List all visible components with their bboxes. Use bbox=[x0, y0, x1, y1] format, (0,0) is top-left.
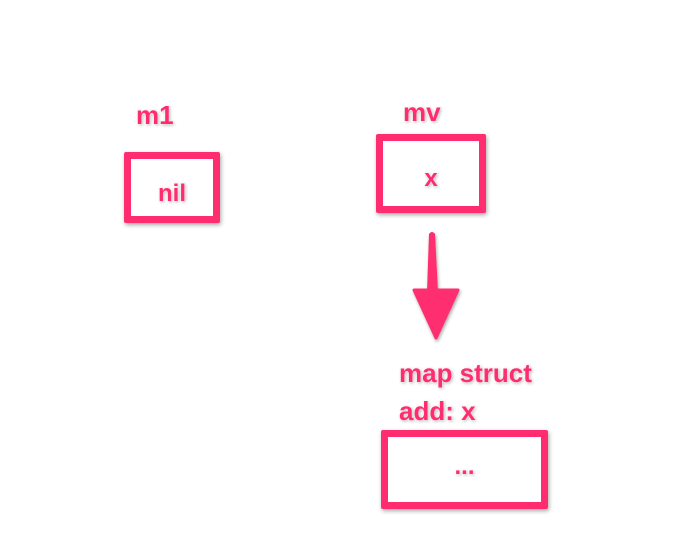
map-struct-content-text: ... bbox=[454, 453, 475, 480]
m1-value-text: nil bbox=[158, 180, 186, 207]
m1-variable-label: m1 bbox=[136, 100, 174, 130]
arrow-shaft bbox=[427, 232, 438, 292]
map-struct-title: map struct bbox=[399, 358, 532, 388]
mv-value-box: x bbox=[376, 134, 486, 213]
pointer-arrow bbox=[412, 232, 460, 340]
m1-value-box: nil bbox=[124, 152, 220, 223]
arrow-head bbox=[412, 288, 460, 340]
mv-value-text: x bbox=[424, 165, 438, 192]
map-struct-box: ... bbox=[381, 430, 548, 509]
mv-variable-label: mv bbox=[403, 97, 441, 127]
map-struct-field-label: add: x bbox=[399, 396, 476, 426]
